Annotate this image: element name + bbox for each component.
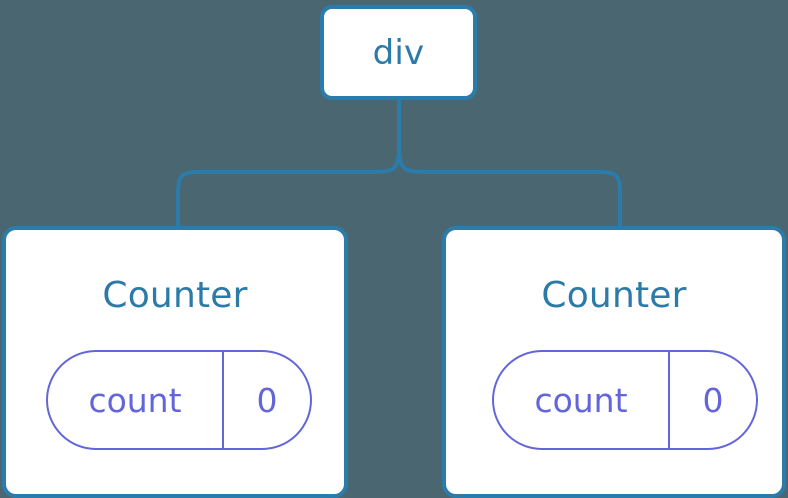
state-value-label: 0 bbox=[256, 380, 278, 420]
state-pill[interactable]: count 0 bbox=[492, 350, 758, 450]
connector-branch-right bbox=[397, 143, 622, 230]
component-card-counter-2[interactable]: Counter count 0 bbox=[442, 226, 786, 498]
state-value-label: 0 bbox=[702, 380, 724, 420]
state-pill[interactable]: count 0 bbox=[46, 350, 312, 450]
component-title: Counter bbox=[102, 275, 248, 316]
component-card-counter-1[interactable]: Counter count 0 bbox=[2, 226, 348, 498]
connector-branch-left bbox=[176, 143, 401, 230]
state-key-label: count bbox=[534, 380, 628, 420]
state-pill-divider bbox=[668, 352, 670, 448]
node-div-label: div bbox=[372, 32, 425, 73]
state-pill-divider bbox=[222, 352, 224, 448]
state-key-label: count bbox=[88, 380, 182, 420]
node-div[interactable]: div bbox=[320, 5, 477, 100]
component-title: Counter bbox=[541, 275, 687, 316]
